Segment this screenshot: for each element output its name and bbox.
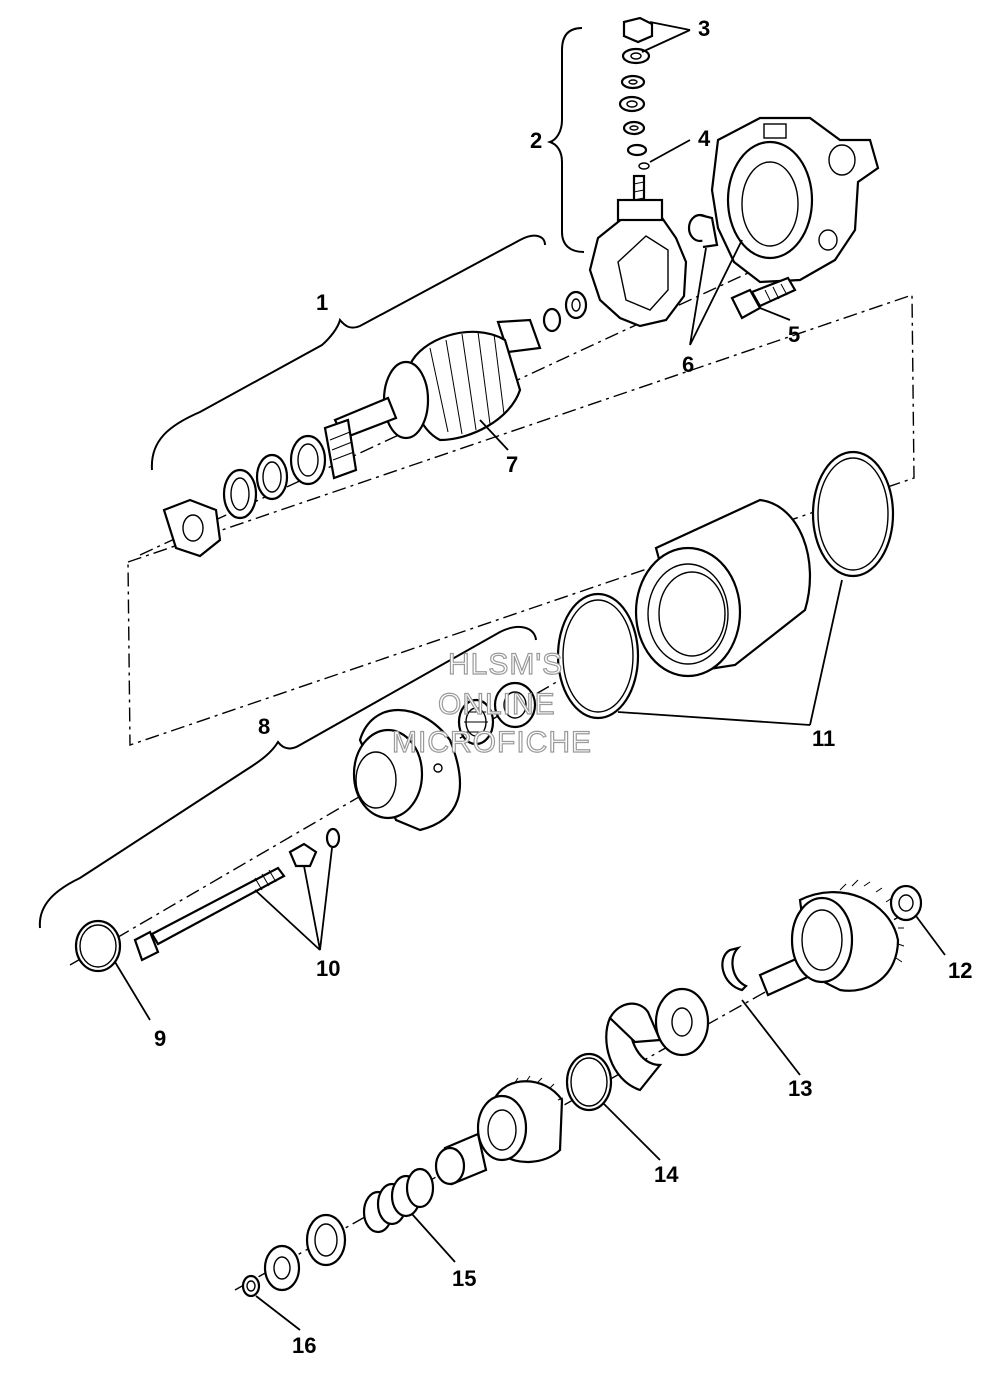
drive-end-housing — [352, 708, 462, 832]
callout-4: 4 — [698, 126, 711, 151]
leader-9 — [114, 961, 151, 1021]
bushing — [687, 213, 719, 249]
callout-10: 10 — [316, 956, 340, 981]
callout-3: 3 — [698, 16, 710, 41]
leader-13 — [741, 999, 801, 1076]
end-housing — [710, 116, 880, 284]
callout-13: 13 — [788, 1076, 812, 1101]
leader-12 — [915, 915, 946, 956]
leader-14 — [603, 1103, 661, 1161]
callout-14: 14 — [654, 1162, 679, 1187]
watermark-line-1: HLSM'S — [448, 648, 563, 681]
bracket-8 — [38, 625, 537, 929]
bracket-2 — [546, 27, 585, 253]
leader-6 — [689, 239, 743, 346]
through-bolt-short — [730, 276, 797, 320]
armature — [323, 290, 588, 480]
leader-11 — [617, 579, 843, 726]
leader-4 — [649, 139, 691, 163]
watermark-line-3: MICROFICHE — [392, 726, 592, 759]
washer-d — [626, 143, 648, 157]
spring-15 — [362, 1167, 435, 1234]
collar-sleeve — [434, 1132, 488, 1186]
nut-washer-stack — [618, 16, 654, 218]
split-collar — [605, 1002, 663, 1092]
leader-15 — [411, 1213, 456, 1263]
watermark-line-2: ONLINE — [438, 688, 556, 721]
leader-10 — [254, 847, 333, 951]
snap-ring-13 — [721, 945, 748, 992]
plate-washer — [288, 842, 318, 868]
brush-holder-plate — [588, 198, 688, 328]
callout-7: 7 — [506, 452, 518, 477]
leader-3 — [641, 21, 691, 53]
callout-6: 6 — [682, 352, 694, 377]
armature-washer-a — [542, 307, 562, 333]
bracket-1 — [150, 234, 546, 471]
through-bolt-long — [133, 866, 286, 962]
pinion-shaft-gear — [758, 879, 905, 997]
leader-16 — [255, 1295, 301, 1331]
leader-5 — [759, 307, 791, 321]
callout-11: 11 — [812, 726, 835, 751]
overrunning-clutch — [476, 1075, 564, 1164]
needle-bearing — [457, 698, 495, 746]
oil-seal — [493, 681, 537, 729]
o-ring-small — [638, 162, 650, 170]
phantom-frame — [127, 294, 915, 746]
callout-16: 16 — [292, 1333, 316, 1358]
callout-15: 15 — [452, 1266, 476, 1291]
callout-12: 12 — [948, 958, 972, 983]
armature-front-washers — [162, 434, 327, 558]
callout-2: 2 — [530, 128, 542, 153]
hex-nut-top — [622, 16, 654, 44]
callout-9: 9 — [154, 1026, 166, 1051]
callout-8: 8 — [258, 714, 270, 739]
leader-7 — [479, 419, 509, 451]
o-ring-bolt — [325, 827, 341, 849]
yoke-motor-frame — [634, 498, 812, 678]
callout-5: 5 — [788, 322, 800, 347]
callout-1: 1 — [316, 290, 328, 315]
